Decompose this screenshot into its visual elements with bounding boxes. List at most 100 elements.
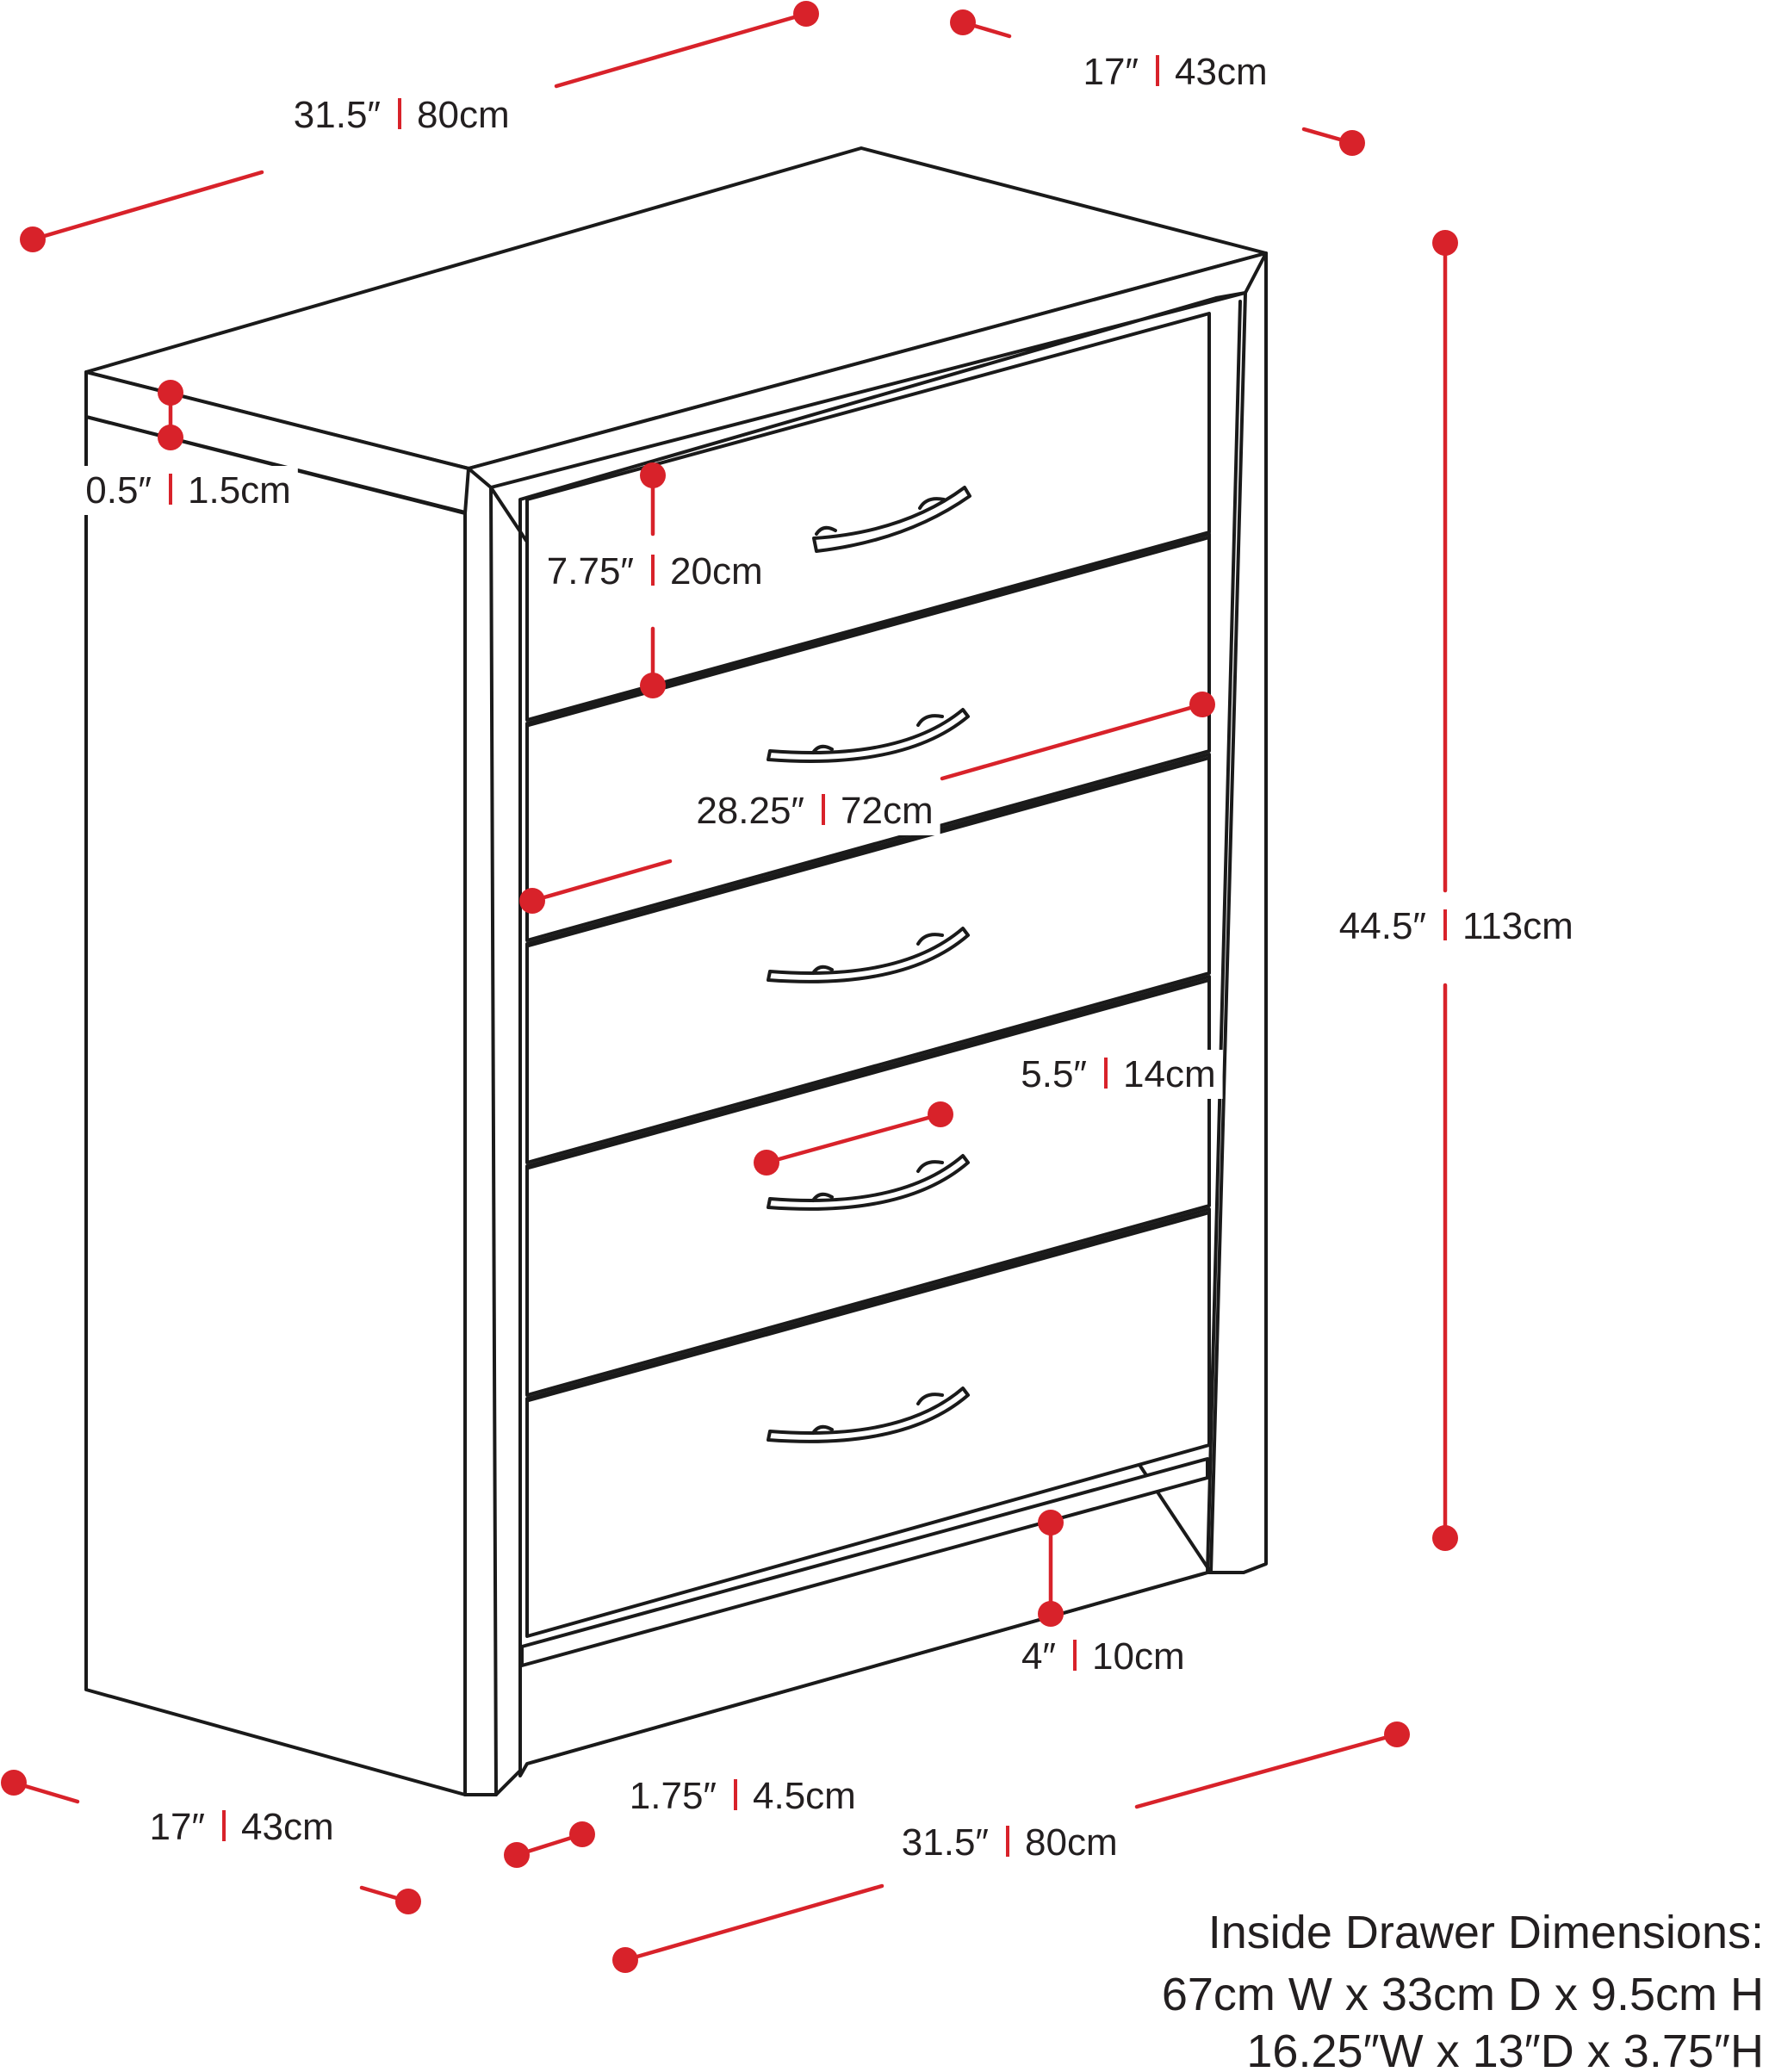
label-metric: 20cm bbox=[670, 550, 763, 592]
label-imperial: 7.75″ bbox=[547, 550, 634, 592]
dimension-endpoint-dot bbox=[1038, 1510, 1064, 1535]
drawer-handle-icon bbox=[767, 1154, 970, 1211]
label-metric: 72cm bbox=[841, 790, 934, 832]
label-backing bbox=[286, 90, 517, 140]
dimension-top-thickness bbox=[158, 380, 183, 450]
dimension-endpoint-dot bbox=[1384, 1721, 1410, 1747]
inside-drawer-title: Inside Drawer Dimensions: bbox=[1208, 1907, 1764, 1958]
label-backing bbox=[622, 1771, 863, 1821]
label-separator bbox=[169, 474, 172, 505]
dimension-endpoint-dot bbox=[1339, 130, 1365, 156]
label-overall-height: 44.5″113cm bbox=[1331, 902, 1580, 951]
dimension-line bbox=[764, 1112, 943, 1165]
dimension-overall-height bbox=[1432, 230, 1458, 1551]
dimension-endpoint-dot bbox=[158, 425, 183, 450]
dresser-base-rail bbox=[520, 1457, 1209, 1667]
drawer-5[interactable] bbox=[525, 1207, 1211, 1638]
dimension-endpoint-dot bbox=[1189, 692, 1215, 717]
dimension-line bbox=[940, 702, 1205, 781]
dimension-labels: 31.5″ 80cm 17″ 43cm 0.5″ 1.5cm 7.75″ 20cm 28.25″… bbox=[78, 47, 1580, 1867]
label-imperial: 0.5″ bbox=[85, 469, 152, 512]
dimension-endpoint-dot bbox=[504, 1842, 530, 1868]
label-metric: 14cm bbox=[1123, 1053, 1216, 1095]
drawer-2[interactable] bbox=[525, 532, 1211, 942]
label-metric: 113cm bbox=[1462, 905, 1573, 947]
dimension-endpoint-dot bbox=[395, 1889, 421, 1914]
label-imperial: 1.75″ bbox=[630, 1775, 717, 1817]
label-frame-thickness: 1.75″ 4.5cm bbox=[622, 1771, 863, 1821]
dimension-endpoint-dot bbox=[1, 1770, 27, 1796]
label-separator bbox=[1006, 1826, 1009, 1857]
drawer-handle-icon bbox=[767, 1387, 970, 1443]
label-backing bbox=[78, 466, 298, 515]
drawer-handle-icon bbox=[767, 927, 970, 983]
dimension-drawer-width bbox=[519, 692, 1215, 914]
dimension-drawer-height bbox=[640, 462, 666, 698]
label-separator bbox=[1156, 55, 1159, 86]
label-separator bbox=[822, 794, 825, 825]
label-metric: 80cm bbox=[1025, 1821, 1118, 1864]
label-top-thickness: 0.5″ 1.5cm bbox=[78, 466, 298, 515]
dimension-bottom-depth bbox=[1, 1770, 421, 1914]
label-separator bbox=[1104, 1058, 1108, 1089]
inside-drawer-imperial: 16.25″W x 13″D x 3.75″H bbox=[1246, 2025, 1764, 2072]
dimension-top-depth bbox=[950, 9, 1365, 156]
label-imperial: 4″ bbox=[1021, 1635, 1056, 1678]
dimension-lines bbox=[1, 1, 1458, 1973]
label-top-depth: 17″ 43cm bbox=[1076, 47, 1275, 96]
dimension-line bbox=[530, 859, 673, 903]
label-metric: 43cm bbox=[241, 1806, 334, 1848]
label-separator bbox=[1073, 1640, 1077, 1671]
label-backing bbox=[1076, 47, 1275, 96]
label-metric: 1.5cm bbox=[188, 469, 291, 512]
dresser-outline bbox=[84, 146, 1268, 1796]
dimension-line bbox=[554, 11, 809, 89]
label-backing bbox=[142, 1802, 341, 1852]
label-metric: 4.5cm bbox=[753, 1775, 856, 1817]
dresser-side-panel bbox=[84, 415, 467, 1796]
label-separator bbox=[734, 1779, 737, 1810]
label-imperial: 31.5″ bbox=[902, 1821, 989, 1864]
label-imperial: 17″ bbox=[149, 1806, 205, 1848]
dimension-endpoint-dot bbox=[20, 226, 46, 252]
label-separator bbox=[222, 1810, 226, 1841]
dimension-endpoint-dot bbox=[754, 1150, 779, 1176]
dimension-top-width bbox=[20, 1, 819, 252]
label-top-width: 31.5″ 80cm bbox=[286, 90, 517, 140]
label-bottom-depth: 17″ 43cm bbox=[142, 1802, 341, 1852]
dimension-endpoint-dot bbox=[640, 673, 666, 698]
dimension-endpoint-dot bbox=[519, 888, 545, 914]
dimension-endpoint-dot bbox=[1432, 230, 1458, 256]
label-metric: 43cm bbox=[1175, 51, 1268, 93]
dimension-endpoint-dot bbox=[950, 9, 976, 35]
label-backing bbox=[894, 1818, 1125, 1867]
drawer-3[interactable] bbox=[525, 753, 1211, 1164]
dimension-endpoint-dot bbox=[640, 462, 666, 488]
label-backing bbox=[1014, 1050, 1223, 1099]
label-drawer-height: 7.75″ 20cm bbox=[539, 547, 770, 596]
label-handle-width: 5.5″ 14cm bbox=[1014, 1050, 1223, 1099]
label-metric: 10cm bbox=[1092, 1635, 1185, 1678]
drawer-handle-icon bbox=[812, 486, 971, 553]
dimension-endpoint-dot bbox=[569, 1821, 595, 1847]
label-separator bbox=[651, 555, 655, 586]
dimension-endpoint-dot bbox=[1038, 1601, 1064, 1627]
dimension-handle-width bbox=[754, 1101, 953, 1176]
dimension-base-height bbox=[1038, 1510, 1064, 1627]
dimension-frame-thickness bbox=[504, 1821, 595, 1868]
dimension-bottom-width bbox=[612, 1721, 1410, 1973]
label-imperial: 17″ bbox=[1083, 51, 1139, 93]
label-metric: 80cm bbox=[417, 94, 510, 136]
dimension-line bbox=[30, 170, 264, 242]
dimension-endpoint-dot bbox=[612, 1947, 638, 1973]
label-imperial: 5.5″ bbox=[1021, 1053, 1087, 1095]
dimension-line bbox=[623, 1883, 884, 1963]
dimension-endpoint-dot bbox=[928, 1101, 953, 1127]
inside-drawer-notes: Inside Drawer Dimensions: 67cm W x 33cm … bbox=[1162, 1907, 1764, 2072]
label-drawer-width: 28.25″ 72cm bbox=[689, 786, 940, 835]
label-imperial: 31.5″ bbox=[294, 94, 381, 136]
dimension-endpoint-dot bbox=[1432, 1525, 1458, 1551]
label-backing bbox=[1014, 1632, 1192, 1681]
label-imperial: 28.25″ bbox=[696, 790, 804, 832]
